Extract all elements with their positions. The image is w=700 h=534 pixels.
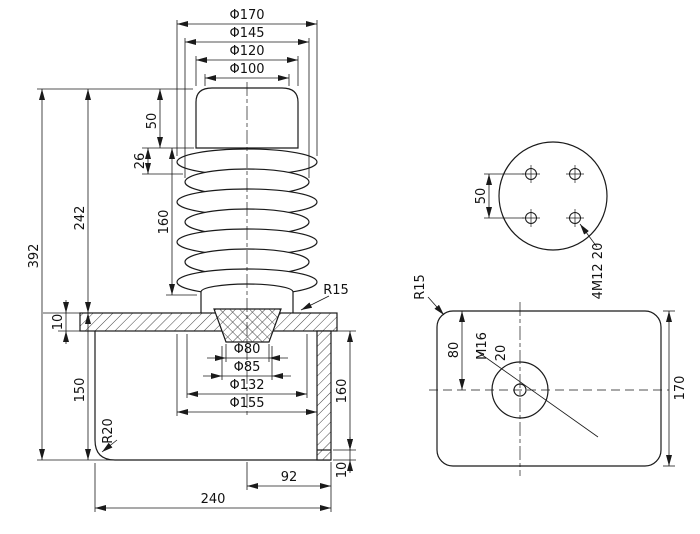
dim-label-170: 170 — [673, 376, 688, 401]
dim-label-dia80: Φ80 — [234, 342, 261, 357]
bolt-circle-detail: 50 4M12 20 — [474, 141, 608, 300]
base-left-wall — [94, 331, 331, 461]
dim-label-240: 240 — [201, 492, 226, 507]
dim-label-50: 50 — [145, 113, 160, 130]
r20-leader — [101, 439, 118, 453]
front-view: Φ170 Φ145 Φ120 Φ100 50 26 160 242 392 10… — [27, 8, 356, 512]
dim-label-r15-front: R15 — [323, 283, 349, 298]
dim-label-392: 392 — [27, 244, 42, 269]
dim-label-dia155: Φ155 — [229, 396, 264, 411]
dim-label-m16: M16 — [475, 332, 490, 360]
base-plate-outline — [436, 310, 662, 467]
dim-label-160-left: 160 — [157, 210, 172, 235]
dim-label-160-right: 160 — [335, 379, 350, 404]
dim-label-dia85: Φ85 — [234, 360, 261, 375]
dim-label-10-right: 10 — [335, 462, 350, 479]
center-boss — [491, 361, 549, 419]
dim-label-150: 150 — [73, 378, 88, 403]
center-stud-section — [213, 308, 282, 343]
base-right-wall-section — [316, 330, 332, 461]
dim-label-dia145: Φ145 — [229, 26, 264, 41]
dim-label-bolt-callout: 4M12 20 — [591, 243, 606, 300]
dim-label-242: 242 — [73, 206, 88, 231]
dim-label-dia132: Φ132 — [229, 378, 264, 393]
dim-label-hole-spacing: 50 — [474, 188, 489, 205]
dim-label-dia100: Φ100 — [229, 62, 264, 77]
dim-label-dia120: Φ120 — [229, 44, 264, 59]
r15-top-leader — [427, 296, 445, 316]
flange-outline — [498, 141, 608, 251]
front-dimensions: Φ170 Φ145 Φ120 Φ100 50 26 160 242 392 10… — [27, 8, 356, 512]
thread-leader — [477, 351, 599, 438]
top-view: 50 4M12 20 R15 80 M16 20 170 — [413, 141, 688, 476]
dim-label-26: 26 — [133, 153, 148, 170]
r15-leader — [300, 295, 330, 311]
insulator-body — [79, 82, 338, 461]
dim-label-80: 80 — [447, 342, 462, 359]
dim-label-92: 92 — [281, 470, 298, 485]
center-tap-hole — [513, 383, 527, 397]
dim-label-10-left: 10 — [51, 314, 66, 331]
dim-label-dia170: Φ170 — [229, 8, 264, 23]
dim-label-r15-top: R15 — [413, 274, 428, 300]
mounting-plate-section — [79, 312, 338, 332]
base-plan: R15 80 M16 20 170 — [413, 274, 688, 476]
dim-label-r20: R20 — [101, 418, 116, 444]
bolt-callout-leader — [579, 223, 598, 248]
dim-label-20: 20 — [494, 345, 509, 362]
